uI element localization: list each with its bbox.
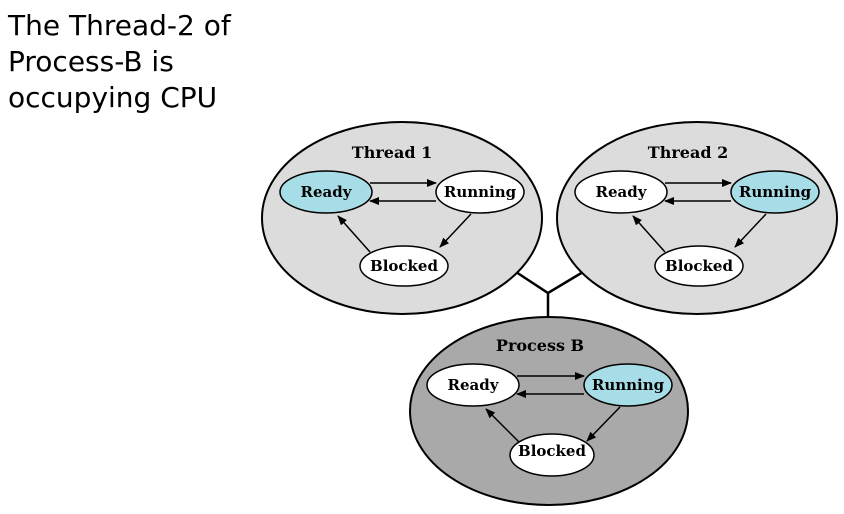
thread-2-running-label: Running <box>739 183 812 201</box>
thread-1-block-arrow <box>439 213 472 248</box>
process-b-group: Process B Ready Running Blocked <box>409 316 689 506</box>
thread-1-running-label: Running <box>444 183 517 201</box>
thread-2-container <box>556 121 838 315</box>
thread-2-wakeup-arrow <box>632 215 666 253</box>
thread-2-group: Thread 2 Ready Running Blocked <box>556 121 838 315</box>
process-b-blocked-state <box>509 433 595 477</box>
caption-line-1: The Thread-2 of <box>8 9 231 42</box>
thread-1-group: Thread 1 Ready Running Blocked <box>261 121 543 315</box>
thread-1-ready-state <box>279 170 373 214</box>
slide-caption: The Thread-2 of Process-B is occupying C… <box>8 8 231 116</box>
thread-2-ready-state <box>574 170 668 214</box>
thread-2-running-state <box>730 170 820 214</box>
thread-process-connector <box>515 270 584 318</box>
process-b-title: Process B <box>496 336 584 355</box>
thread-2-blocked-label: Blocked <box>665 257 733 275</box>
process-b-ready-label: Ready <box>448 376 500 394</box>
process-b-block-arrow <box>586 406 621 442</box>
thread-2-ready-label: Ready <box>596 183 648 201</box>
caption-line-2: Process-B is <box>8 45 174 78</box>
thread-1-wakeup-arrow <box>337 215 371 253</box>
thread-1-title: Thread 1 <box>352 143 432 162</box>
thread-1-container <box>261 121 543 315</box>
caption-line-3: occupying CPU <box>8 81 218 114</box>
thread-2-blocked-state <box>654 245 744 287</box>
thread-1-running-state <box>435 170 525 214</box>
process-b-running-state <box>583 363 673 407</box>
thread-2-title: Thread 2 <box>648 143 728 162</box>
thread-2-block-arrow <box>734 213 767 248</box>
thread-1-blocked-label: Blocked <box>370 257 438 275</box>
thread-1-ready-label: Ready <box>301 183 353 201</box>
thread-1-blocked-state <box>359 245 449 287</box>
process-b-blocked-label: Blocked <box>518 442 586 460</box>
process-b-ready-state <box>426 363 520 407</box>
process-b-running-label: Running <box>592 376 665 394</box>
process-b-wakeup-arrow <box>485 408 520 443</box>
